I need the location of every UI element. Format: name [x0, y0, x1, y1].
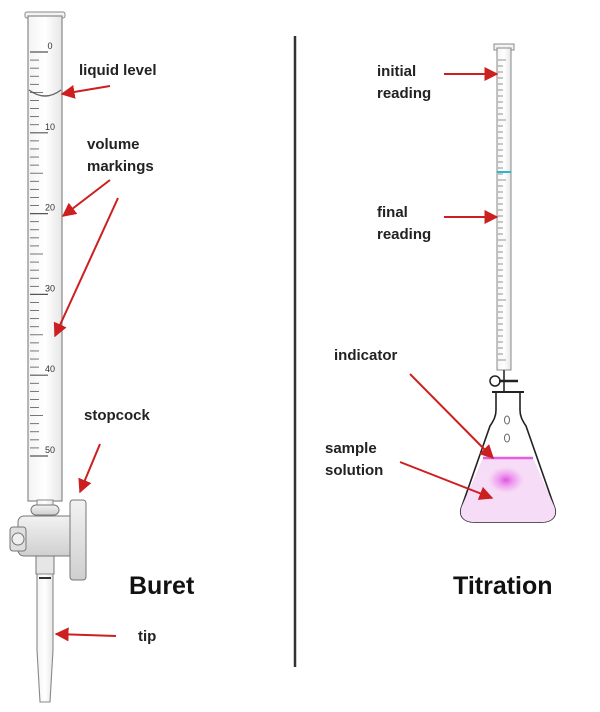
label-final-reading-line1: final [377, 204, 408, 221]
label-tip: tip [138, 628, 157, 645]
buret-scale-number: 40 [45, 364, 55, 374]
titration-title: Titration [453, 572, 553, 600]
arrow-indicator [409, 373, 494, 459]
buret-scale-number: 20 [45, 203, 55, 213]
buret-meniscus [28, 89, 62, 97]
buret-title: Buret [129, 572, 195, 600]
arrow-tip [54, 627, 117, 642]
label-volume-markings-line2: markings [87, 158, 154, 175]
buret-scale-number: 10 [45, 122, 55, 132]
label-initial-reading-line1: initial [377, 63, 417, 80]
buret-tip [36, 573, 54, 703]
label-final-reading-line2: reading [377, 226, 432, 243]
label-liquid-level: liquid level [79, 62, 157, 79]
buret-scale-number: 50 [45, 445, 55, 455]
buret-diagram: 0 10 20 30 40 50 [9, 11, 87, 703]
arrow-volume-markings-2 [53, 197, 119, 338]
label-stopcock: stopcock [84, 407, 150, 424]
arrow-stopcock [78, 443, 101, 494]
arrow-sample-solution [399, 461, 494, 500]
label-sample-solution-line2: solution [325, 462, 384, 479]
stopcock [9, 499, 87, 581]
titration-diagram [459, 43, 557, 523]
titration-arrows [399, 67, 499, 500]
buret-arrows [53, 85, 119, 642]
label-volume-markings-line1: volume [87, 136, 140, 153]
label-initial-reading-line2: reading [377, 85, 432, 102]
buret-scale-number: 30 [45, 283, 55, 293]
titration-stopcock [489, 375, 501, 387]
titration-buret-scale [498, 59, 506, 361]
buret-scale-number: 0 [47, 41, 52, 51]
buret-tube [27, 15, 63, 502]
arrow-volume-markings-1 [61, 179, 111, 217]
arrow-liquid-level [60, 85, 111, 99]
label-sample-solution-line1: sample [325, 440, 377, 457]
label-indicator: indicator [334, 347, 398, 364]
buret-scale: 0 10 20 30 40 50 [30, 41, 55, 457]
